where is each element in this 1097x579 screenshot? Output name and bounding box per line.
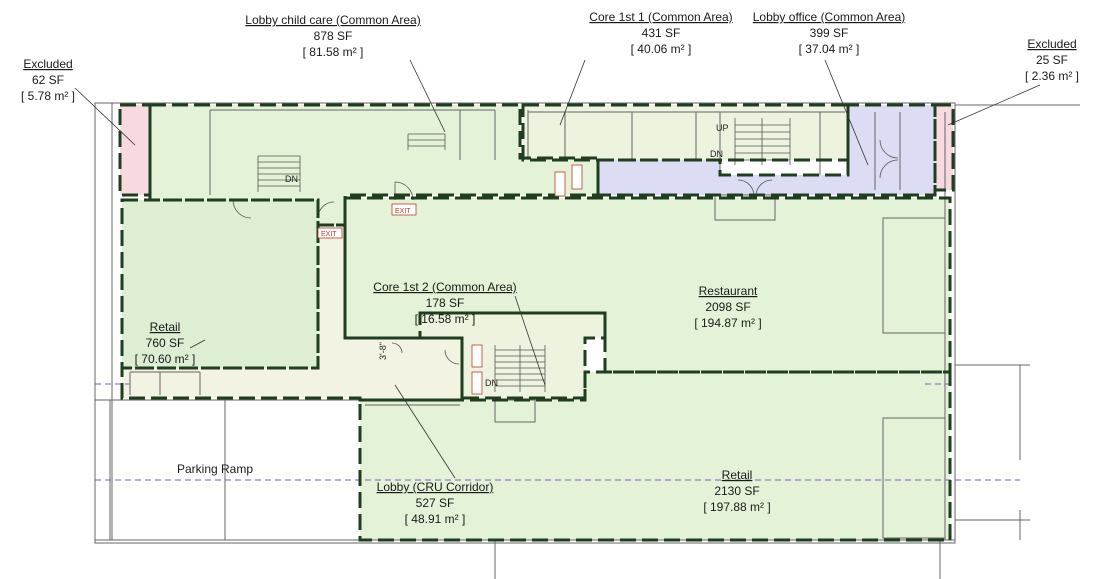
area-core-1st-2[interactable] (420, 313, 605, 398)
svg-text:2098 SF: 2098 SF (705, 300, 750, 314)
svg-text:Retail: Retail (150, 320, 181, 334)
label-excluded-right: Excluded 25 SF [ 2.36 m² ] (1025, 37, 1079, 83)
area-core-1st-1[interactable] (523, 105, 848, 160)
label-lobby-office: Lobby office (Common Area) 399 SF [ 37.0… (753, 10, 906, 56)
area-restaurant[interactable] (345, 198, 950, 372)
svg-text:[ 197.88 m² ]: [ 197.88 m² ] (703, 500, 770, 514)
label-excluded-left: Excluded 62 SF [ 5.78 m² ] (21, 57, 75, 103)
svg-text:Excluded: Excluded (1027, 37, 1076, 51)
svg-text:2130 SF: 2130 SF (714, 484, 759, 498)
area-lobby-cru[interactable] (122, 225, 462, 400)
svg-text:Lobby office (Common Area): Lobby office (Common Area) (753, 10, 906, 24)
svg-text:[ 37.04 m² ]: [ 37.04 m² ] (799, 42, 860, 56)
svg-text:[ 2.36 m² ]: [ 2.36 m² ] (1025, 69, 1079, 83)
svg-text:178 SF: 178 SF (426, 296, 465, 310)
step-label: 3'-8" (378, 342, 388, 360)
label-parking-ramp: Parking Ramp (177, 462, 253, 476)
area-retail-left[interactable] (122, 200, 318, 368)
dn-label-2: DN (710, 149, 723, 159)
area-retail-right[interactable] (360, 372, 950, 540)
svg-text:Retail: Retail (722, 468, 753, 482)
area-lobby-office[interactable] (598, 105, 935, 195)
up-label: UP (716, 123, 729, 133)
svg-text:760 SF: 760 SF (146, 336, 185, 350)
svg-text:[ 81.58 m² ]: [ 81.58 m² ] (303, 45, 364, 59)
exit-sign-1: EXIT (395, 208, 411, 215)
svg-text:527 SF: 527 SF (416, 496, 455, 510)
svg-text:Restaurant: Restaurant (699, 284, 758, 298)
svg-text:Excluded: Excluded (23, 57, 72, 71)
svg-text:[ 48.91 m² ]: [ 48.91 m² ] (405, 512, 466, 526)
svg-text:Core 1st 2 (Common Area): Core 1st 2 (Common Area) (373, 280, 516, 294)
label-lobby-cru: Lobby (CRU Corridor) 527 SF [ 48.91 m² ] (377, 480, 494, 526)
svg-text:[ 5.78 m² ]: [ 5.78 m² ] (21, 89, 75, 103)
svg-text:[ 16.58 m² ]: [ 16.58 m² ] (415, 312, 476, 326)
svg-text:25 SF: 25 SF (1036, 53, 1068, 67)
svg-text:[ 194.87 m² ]: [ 194.87 m² ] (694, 316, 761, 330)
exit-sign-2: EXIT (321, 231, 337, 238)
exit-markers: EXIT EXIT (317, 164, 583, 395)
svg-text:[ 70.60 m² ]: [ 70.60 m² ] (135, 352, 196, 366)
label-retail-right: Retail 2130 SF [ 197.88 m² ] (703, 468, 770, 514)
dn-label-1: DN (285, 174, 298, 184)
leader-lines (74, 59, 1041, 479)
label-core-1st-1: Core 1st 1 (Common Area) 431 SF [ 40.06 … (589, 10, 732, 56)
label-restaurant: Restaurant 2098 SF [ 194.87 m² ] (694, 284, 761, 330)
svg-text:62 SF: 62 SF (32, 73, 64, 87)
svg-text:878 SF: 878 SF (314, 29, 353, 43)
label-lobby-child-care: Lobby child care (Common Area) 878 SF [ … (245, 13, 420, 59)
svg-text:[ 40.06 m² ]: [ 40.06 m² ] (631, 42, 692, 56)
label-core-1st-2: Core 1st 2 (Common Area) 178 SF [ 16.58 … (373, 280, 516, 326)
svg-text:Lobby child care (Common Area): Lobby child care (Common Area) (245, 13, 420, 27)
label-retail-left: Retail 760 SF [ 70.60 m² ] (135, 320, 196, 366)
area-excluded-left[interactable] (120, 105, 150, 195)
svg-text:Lobby (CRU Corridor): Lobby (CRU Corridor) (377, 480, 494, 494)
area-excluded-right[interactable] (935, 105, 953, 190)
dn-label-3: DN (485, 378, 498, 388)
svg-text:431 SF: 431 SF (642, 26, 681, 40)
svg-text:Core 1st 1 (Common Area): Core 1st 1 (Common Area) (589, 10, 732, 24)
svg-text:399 SF: 399 SF (810, 26, 849, 40)
area-boundaries (118, 103, 955, 542)
